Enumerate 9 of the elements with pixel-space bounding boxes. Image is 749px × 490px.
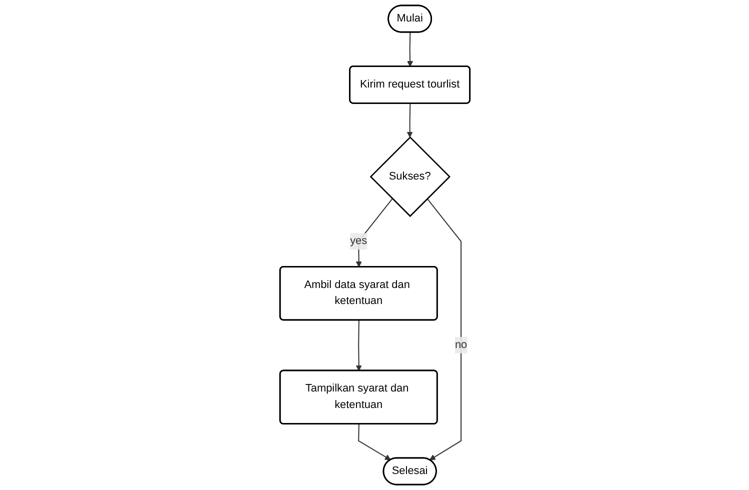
node-diamond: Sukses? [369,136,450,218]
arrow [406,103,412,138]
arrow [358,424,390,460]
arrow [406,32,413,67]
arrow [355,198,392,268]
edge-label: no [454,339,467,351]
arrow [426,198,462,460]
arrow [355,320,362,372]
edge-label: yes [350,235,367,247]
